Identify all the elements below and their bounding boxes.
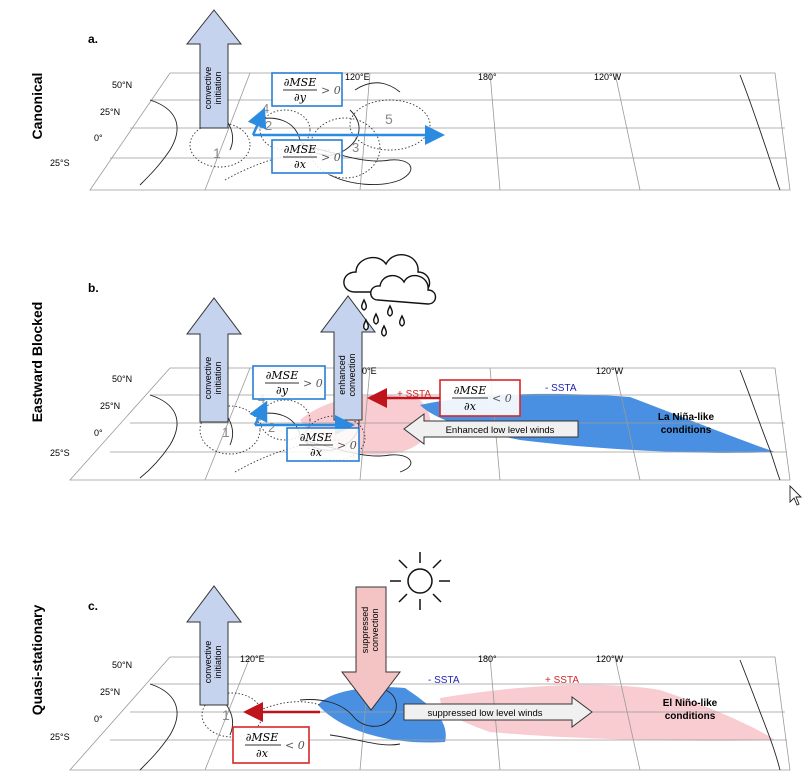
lat-label: 50°N (112, 660, 132, 670)
row-label: Quasi-stationary (29, 605, 45, 716)
region-number: 2 (268, 420, 275, 435)
region-number: 2 (265, 118, 272, 133)
up-arrow (186, 585, 242, 706)
region-number: 5 (385, 111, 393, 127)
region-number: 1 (222, 707, 230, 723)
region-number: 1 (213, 145, 221, 161)
lat-label: 25°S (50, 158, 70, 168)
lon-label: 180° (478, 72, 497, 82)
svg-text:∂MSE: ∂MSE (246, 731, 279, 744)
arrow-label: suppressedconvection (360, 607, 380, 654)
svg-text:∂MSE: ∂MSE (284, 76, 317, 89)
warm-sst-anomaly (440, 684, 775, 741)
formula-box: ∂MSE ∂x > 0 (271, 139, 343, 174)
lon-label: 120°E (240, 654, 265, 664)
down-arrow (340, 586, 402, 711)
svg-text:> 0: > 0 (337, 439, 357, 452)
lat-label: 25°N (100, 687, 120, 697)
arrow-label: Enhanced low level winds (446, 425, 555, 436)
cloud-rain-icon (343, 254, 437, 337)
lat-label: 25°N (100, 107, 120, 117)
lon-label: 120°E (352, 366, 377, 376)
lat-label: 0° (94, 714, 103, 724)
svg-text:∂MSE: ∂MSE (284, 143, 317, 156)
svg-text:∂MSE: ∂MSE (266, 369, 299, 382)
up-arrow (186, 297, 242, 423)
lat-label: 0° (94, 133, 103, 143)
arrow-label: convectiveinitiation (203, 357, 223, 400)
ssta-label: - SSTA (545, 383, 577, 394)
lat-label: 25°S (50, 732, 70, 742)
panel-letter: c. (88, 599, 98, 613)
right-arrow (403, 696, 593, 728)
panel-a: a. Canonical 50°N 25°N 0° 25°S 120°E 1 (29, 9, 791, 191)
svg-text:∂x: ∂x (310, 446, 323, 459)
map-grid (89, 72, 791, 191)
ssta-label: - SSTA (428, 675, 460, 686)
lat-label: 50°N (112, 374, 132, 384)
formula-box: ∂MSE ∂y > 0 (252, 365, 326, 400)
lat-label: 50°N (112, 80, 132, 90)
svg-text:∂y: ∂y (276, 384, 289, 397)
lon-label: 120°W (596, 366, 624, 376)
lon-label: 120°E (345, 72, 370, 82)
lat-label: 25°N (100, 401, 120, 411)
panel-letter: a. (88, 32, 98, 46)
svg-text:> 0: > 0 (321, 151, 341, 164)
lon-label: 120°W (594, 72, 622, 82)
svg-text:∂x: ∂x (256, 747, 269, 760)
up-arrow (320, 295, 376, 421)
coastlines (139, 74, 781, 191)
lat-label: 25°S (50, 448, 70, 458)
lat-label: 0° (94, 428, 103, 438)
panel-c: c. Quasi-stationary 50°N 25°N 0° 25°S 12… (29, 552, 791, 771)
region-number: 3 (352, 140, 359, 155)
cold-sst-anomaly (318, 687, 446, 743)
svg-text:∂x: ∂x (464, 400, 477, 413)
ssta-label: + SSTA (397, 389, 431, 400)
arrow-label: enhancedconvection (337, 353, 357, 396)
arrow-label: suppressed low level winds (427, 708, 542, 719)
mjo-arrow-north (247, 107, 267, 136)
panel-letter: b. (88, 281, 99, 295)
sun-icon (390, 552, 450, 610)
formula-box: ∂MSE ∂y > 0 (271, 72, 343, 107)
formula-box: ∂MSE ∂x < 0 (439, 379, 521, 417)
row-label: Canonical (29, 73, 45, 140)
arrow-label: convectiveinitiation (203, 641, 223, 684)
left-arrow (403, 413, 579, 445)
svg-text:∂MSE: ∂MSE (300, 431, 333, 444)
region-number: 1 (222, 424, 230, 440)
cursor-icon (789, 484, 803, 506)
ssta-label: + SSTA (545, 675, 579, 686)
arrow-label: convectiveinitiation (203, 67, 223, 110)
svg-text:< 0: < 0 (492, 392, 512, 405)
lon-label: 180° (478, 654, 497, 664)
svg-text:∂x: ∂x (294, 158, 307, 171)
svg-text:∂y: ∂y (294, 91, 307, 104)
lon-label: 120°W (596, 654, 624, 664)
mjo-arrow-north (249, 400, 268, 426)
svg-text:∂MSE: ∂MSE (454, 384, 487, 397)
panel-b: b. Eastward Blocked 50°N 25°N 0° 25°S 12… (29, 254, 803, 506)
svg-text:> 0: > 0 (303, 377, 323, 390)
svg-text:< 0: < 0 (285, 739, 305, 752)
svg-text:> 0: > 0 (321, 84, 341, 97)
formula-box: ∂MSE ∂x > 0 (286, 427, 360, 462)
formula-box: ∂MSE ∂x < 0 (232, 726, 310, 764)
up-arrow (185, 9, 243, 129)
row-label: Eastward Blocked (29, 302, 45, 423)
